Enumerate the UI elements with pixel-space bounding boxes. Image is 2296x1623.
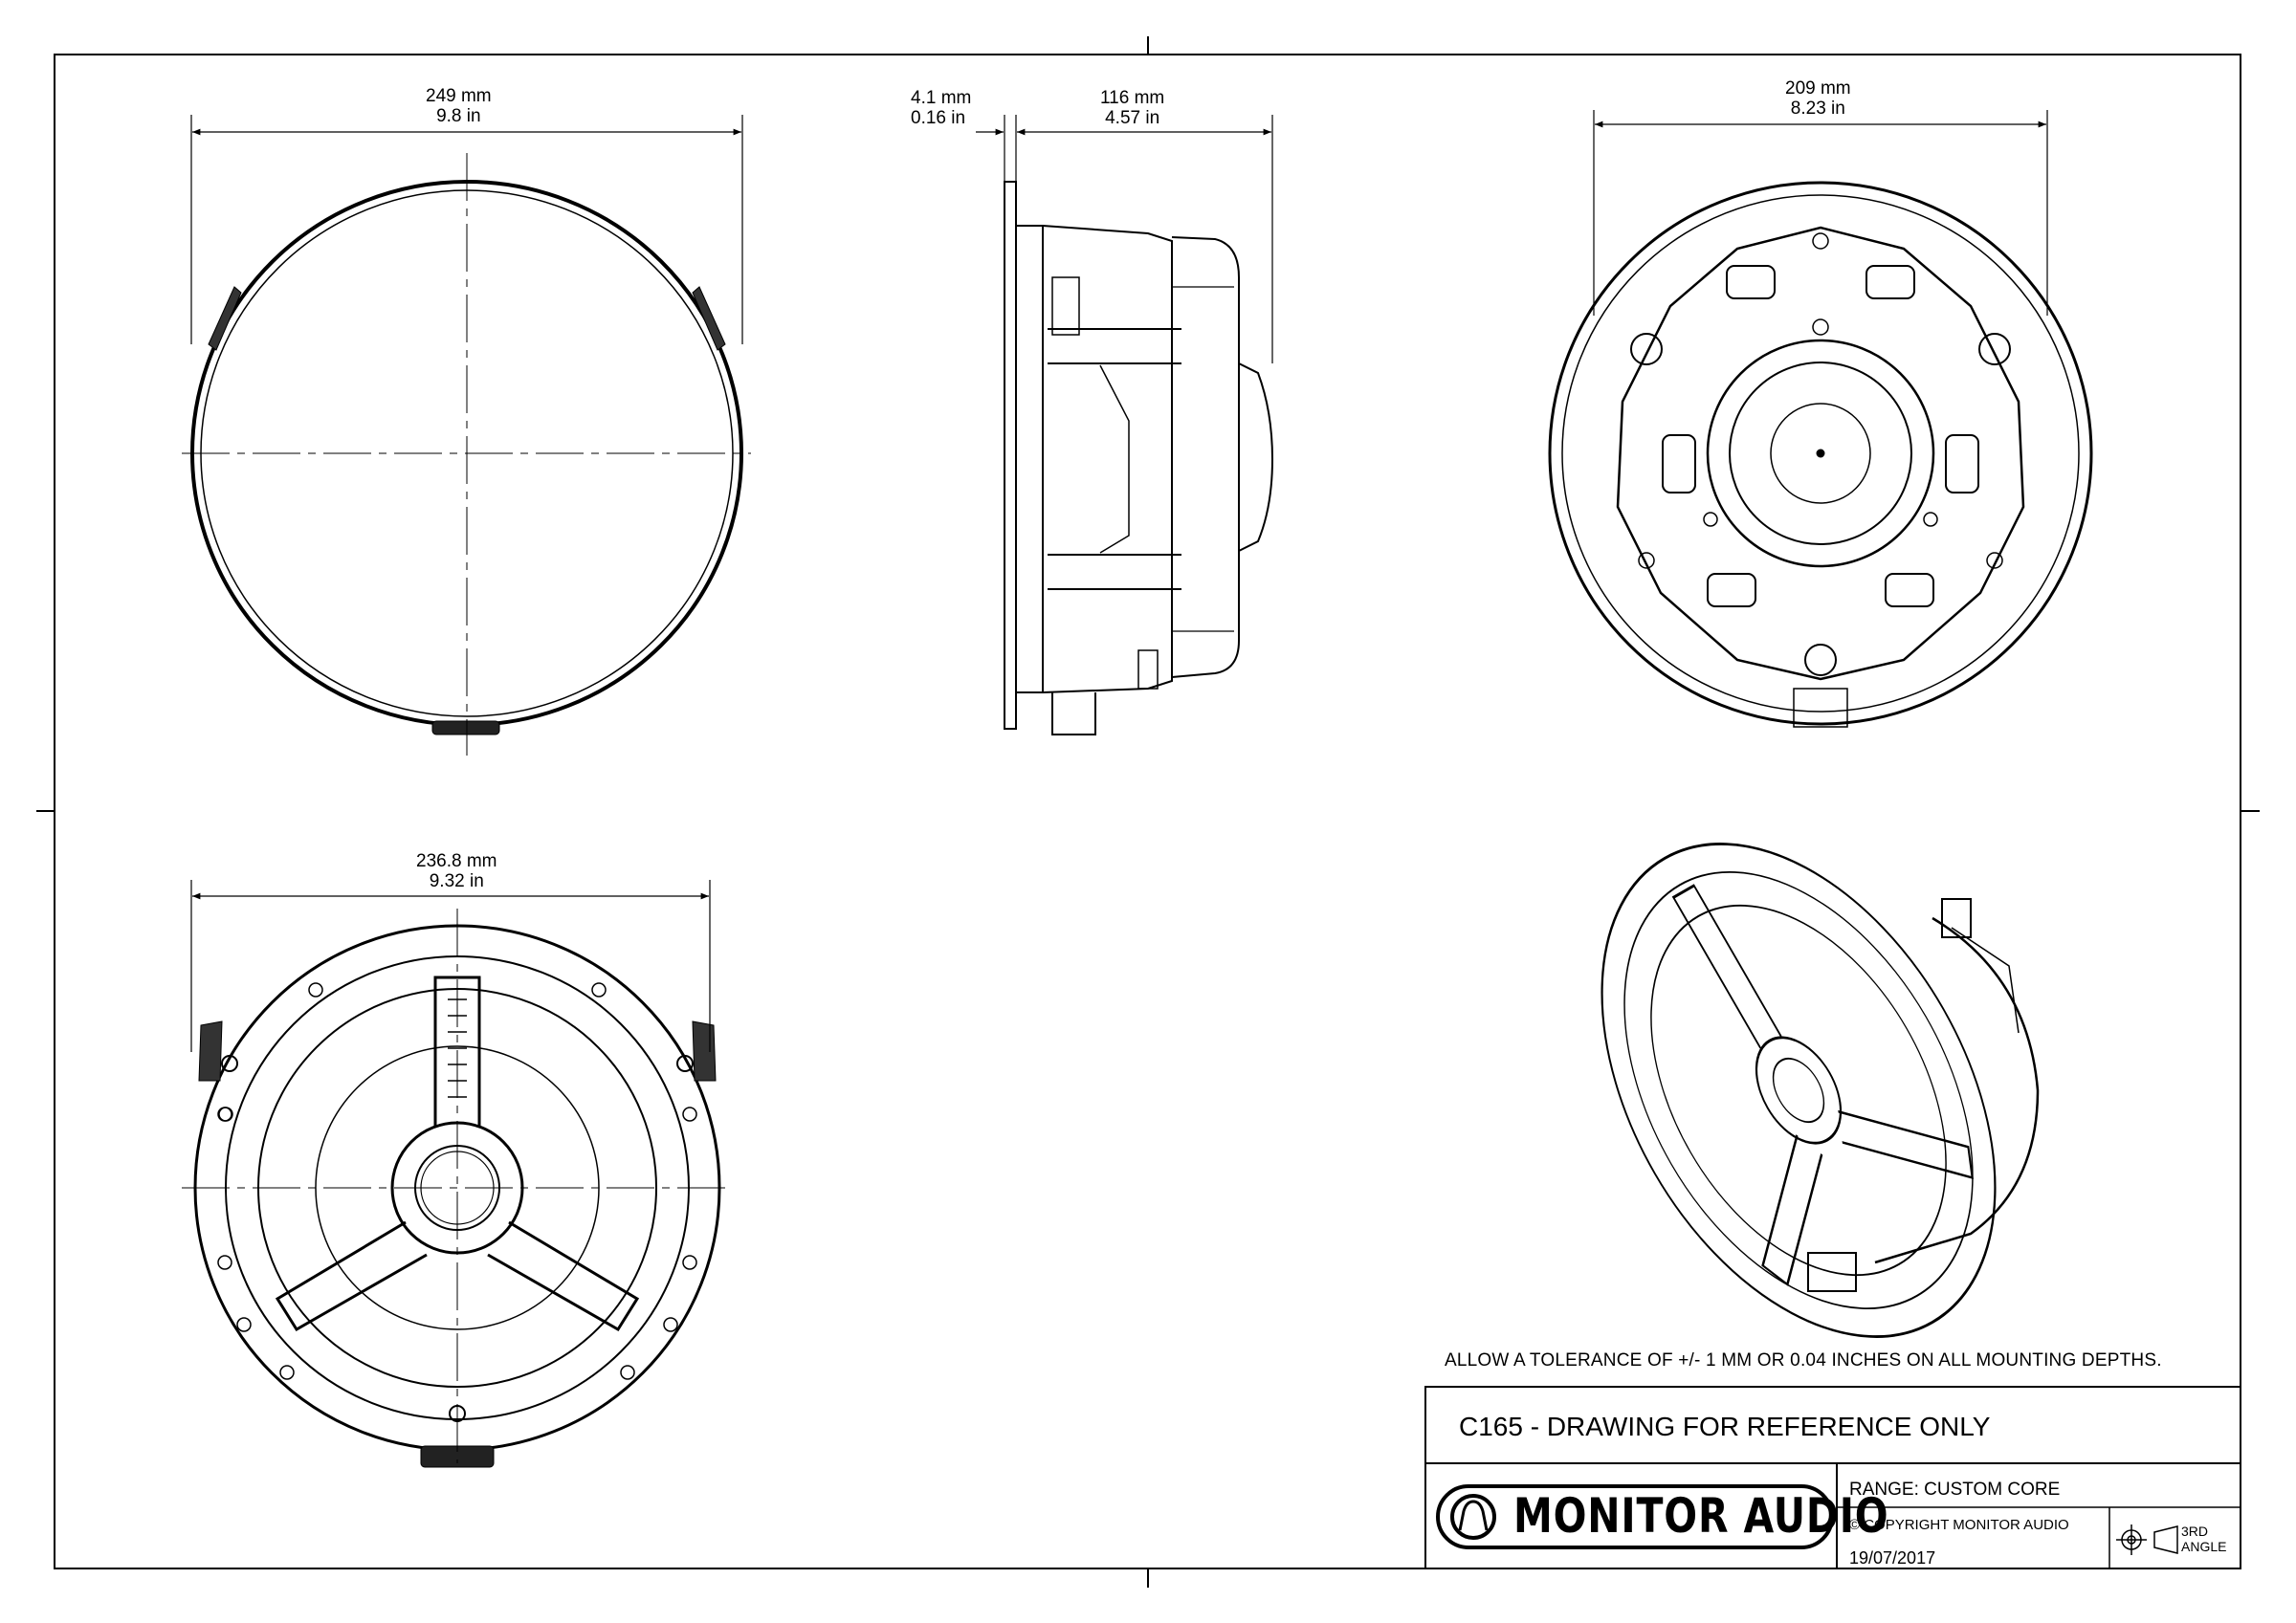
projection-symbol	[2116, 1524, 2178, 1555]
dim-front-width-mm: 249 mm	[426, 86, 492, 106]
dim-rear-width-in: 8.23 in	[1790, 99, 1845, 119]
dim-front-width-label: 249 mm 9.8 in	[426, 86, 492, 126]
sheet-border	[36, 36, 2260, 1588]
title-block	[1424, 1386, 2241, 1569]
brand-logo-mark	[1436, 1484, 1834, 1549]
front-view-baffle	[182, 909, 727, 1468]
tolerance-note: ALLOW A TOLERANCE OF +/- 1 MM OR 0.04 IN…	[1445, 1350, 2162, 1371]
side-view	[1004, 181, 1274, 735]
isometric-view	[1601, 843, 2040, 1338]
dim-cutout-in: 9.32 in	[429, 871, 484, 891]
dim-cutout-label: 236.8 mm 9.32 in	[416, 851, 497, 891]
rear-view	[1548, 181, 2093, 728]
copyright-label: © COPYRIGHT MONITOR AUDIO	[1849, 1517, 2069, 1533]
drawing-title: C165 - DRAWING FOR REFERENCE ONLY	[1459, 1412, 1991, 1441]
dim-flange-in: 0.16 in	[911, 108, 966, 128]
dim-flange-mm: 4.1 mm	[911, 88, 972, 108]
range-label: RANGE: CUSTOM CORE	[1849, 1480, 2061, 1500]
dim-depth-label: 116 mm 4.57 in	[1100, 88, 1164, 128]
brand-name: MONITOR AUDIO	[1513, 1488, 1889, 1544]
dim-flange-label: 4.1 mm 0.16 in	[911, 88, 971, 128]
dim-cutout-mm: 236.8 mm	[416, 851, 497, 871]
dim-rear-width	[1593, 110, 2048, 316]
projection-label: 3RD ANGLE	[2181, 1524, 2226, 1554]
projection-line1: 3RD	[2181, 1524, 2209, 1539]
dim-rear-width-mm: 209 mm	[1785, 78, 1851, 99]
projection-line2: ANGLE	[2181, 1539, 2227, 1554]
dim-depth-in: 4.57 in	[1105, 108, 1160, 128]
dim-side	[976, 115, 1273, 363]
dim-rear-width-label: 209 mm 8.23 in	[1785, 78, 1851, 119]
dim-front-width	[190, 115, 743, 344]
date-label: 19/07/2017	[1849, 1548, 1936, 1568]
front-view-grille	[182, 153, 751, 756]
dim-front-width-in: 9.8 in	[436, 106, 481, 126]
dim-depth-mm: 116 mm	[1100, 88, 1165, 108]
dim-cutout	[190, 880, 711, 1052]
